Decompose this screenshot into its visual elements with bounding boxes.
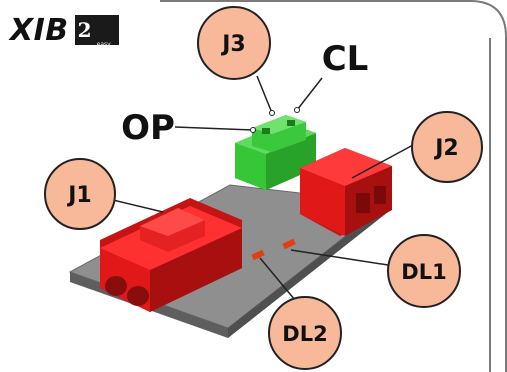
callout-j2: J2 (411, 111, 483, 183)
led-dl1 (282, 238, 296, 250)
callout-dl1: DL1 (387, 234, 461, 308)
connector-j1 (100, 198, 242, 312)
leader-dots (250, 107, 300, 133)
connector-j3 (235, 115, 316, 190)
callout-j2-text: J2 (433, 136, 459, 161)
callout-j3: J3 (197, 6, 271, 80)
callout-j1-text: J1 (66, 183, 92, 208)
brand: XIB 2 easy (10, 12, 119, 48)
led-dl2 (251, 249, 265, 261)
callout-dl2: DL2 (268, 296, 342, 370)
callout-j1: J1 (44, 158, 116, 230)
callout-dl2-text: DL2 (282, 322, 327, 346)
brand-name: XIB (10, 12, 69, 48)
logo-sub: easy (96, 41, 111, 48)
label-cl: CL (322, 39, 369, 79)
brand-logo: 2 easy (74, 15, 119, 48)
callout-j3-text: J3 (220, 32, 246, 57)
callout-dl1-text: DL1 (401, 260, 446, 284)
connector-j2 (300, 148, 392, 236)
label-op: OP (121, 108, 175, 148)
logo-main: 2 (77, 18, 92, 42)
